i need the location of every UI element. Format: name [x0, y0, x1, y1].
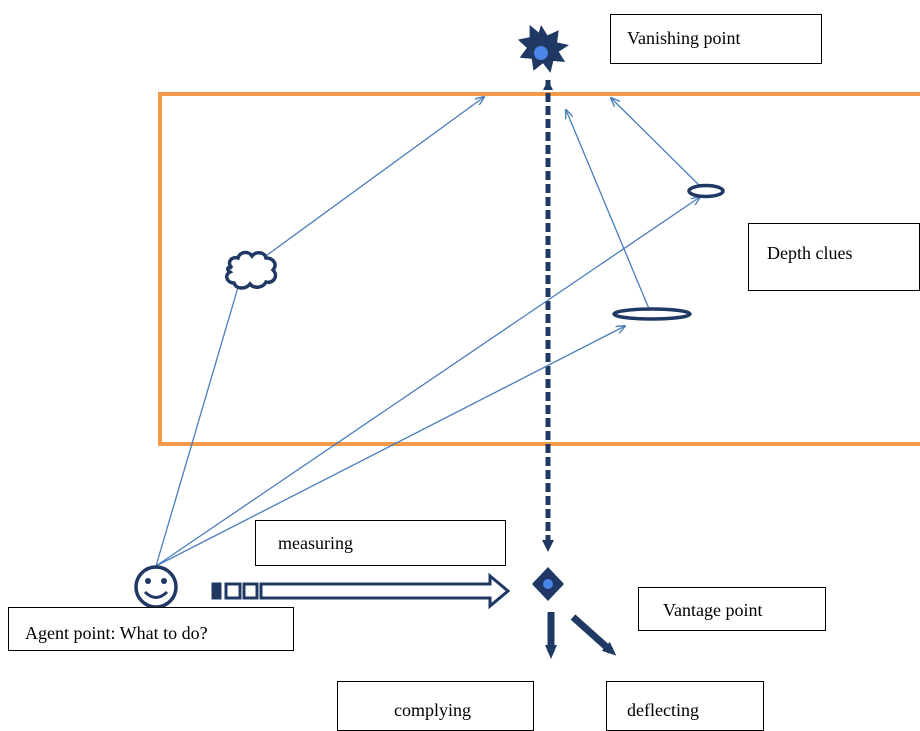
cloud-shape-icon: [225, 250, 278, 290]
axis-top-arrowhead: [543, 80, 553, 90]
complying-label: complying: [337, 681, 534, 731]
agent-point-label: Agent point: What to do?: [8, 607, 294, 651]
sight-line-agent-to-flat-ellipse: [155, 326, 625, 567]
star-burst-icon: [517, 24, 569, 73]
sight-line-flat-ellipse-to-horizon: [566, 110, 653, 317]
sight-line-agent-to-small-ellipse: [155, 197, 700, 567]
vanishing-point-label: Vanishing point: [610, 14, 822, 64]
depth-clues-label: Depth clues: [748, 223, 920, 291]
sight-line-small-ellipse-to-horizon: [611, 98, 701, 187]
flat-ellipse-shape-icon: [612, 307, 692, 321]
sight-line-cloud-to-horizon: [262, 97, 484, 259]
small-ellipse-shape-icon: [687, 183, 725, 199]
sight-lines: [155, 97, 701, 567]
measuring-label: measuring: [255, 520, 506, 566]
perspective-axis-arrowhead: [542, 540, 554, 552]
deflecting-label: deflecting: [606, 681, 764, 731]
deflecting-arrow: [570, 614, 617, 656]
diamond-icon: [532, 567, 564, 601]
smiley-face-icon: [134, 565, 178, 609]
measuring-arrow: [211, 572, 511, 610]
sight-line-agent-to-cloud: [155, 277, 241, 567]
vantage-point-label: Vantage point: [638, 587, 826, 631]
